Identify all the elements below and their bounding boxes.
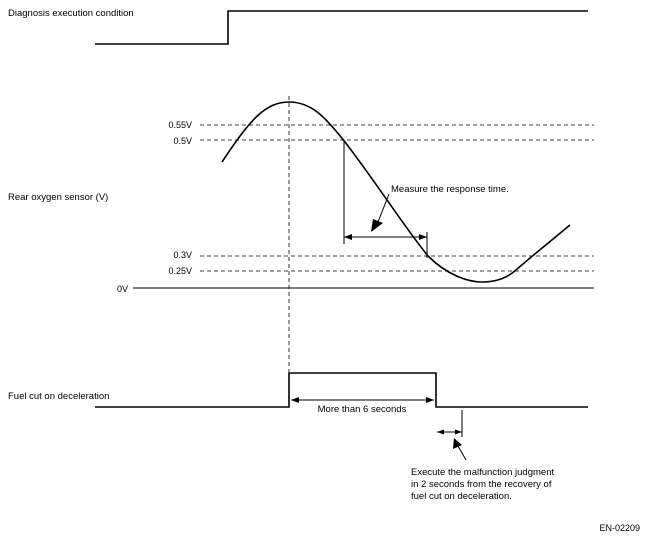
label-diagnosis-condition: Diagnosis execution condition [8,8,134,19]
execute-annotation-line-1: Execute the malfunction judgment [411,467,554,478]
execute-callout-arrow-icon [453,438,462,449]
label-rear-oxygen-sensor: Rear oxygen sensor (V) [8,192,108,203]
execute-callout-leader [457,445,467,461]
measure-response-annotation: Measure the response time. [391,184,509,195]
figure-code: EN-02209 [599,523,640,533]
level-label-0-3v: 0.3V [173,250,192,260]
response-span-arrow-left [344,234,352,240]
judgment-arrow-right [455,429,462,435]
execute-annotation-line-3: fuel cut on deceleration. [411,491,512,502]
execute-annotation-line-2: in 2 seconds from the recovery of [411,479,552,490]
level-label-0-55v: 0.55V [168,120,192,130]
diagnosis-condition-signal [95,10,588,45]
duration-label-bg [305,402,417,414]
duration-arrow-left [291,397,299,403]
measure-callout-leader [377,193,390,223]
sensor-waveform [221,101,571,283]
fuel-cut-signal [95,372,588,408]
level-label-0-5v: 0.5V [173,136,192,146]
judgment-arrow-left [437,429,444,435]
measure-callout-arrow-icon [371,219,383,232]
level-label-0-25v: 0.25V [168,266,192,276]
duration-annotation: More than 6 seconds [318,404,407,415]
duration-arrow-right [426,397,434,403]
response-span-arrow-right [419,234,427,240]
label-fuel-cut: Fuel cut on deceleration [8,391,109,402]
level-label-0v: 0V [117,284,128,294]
